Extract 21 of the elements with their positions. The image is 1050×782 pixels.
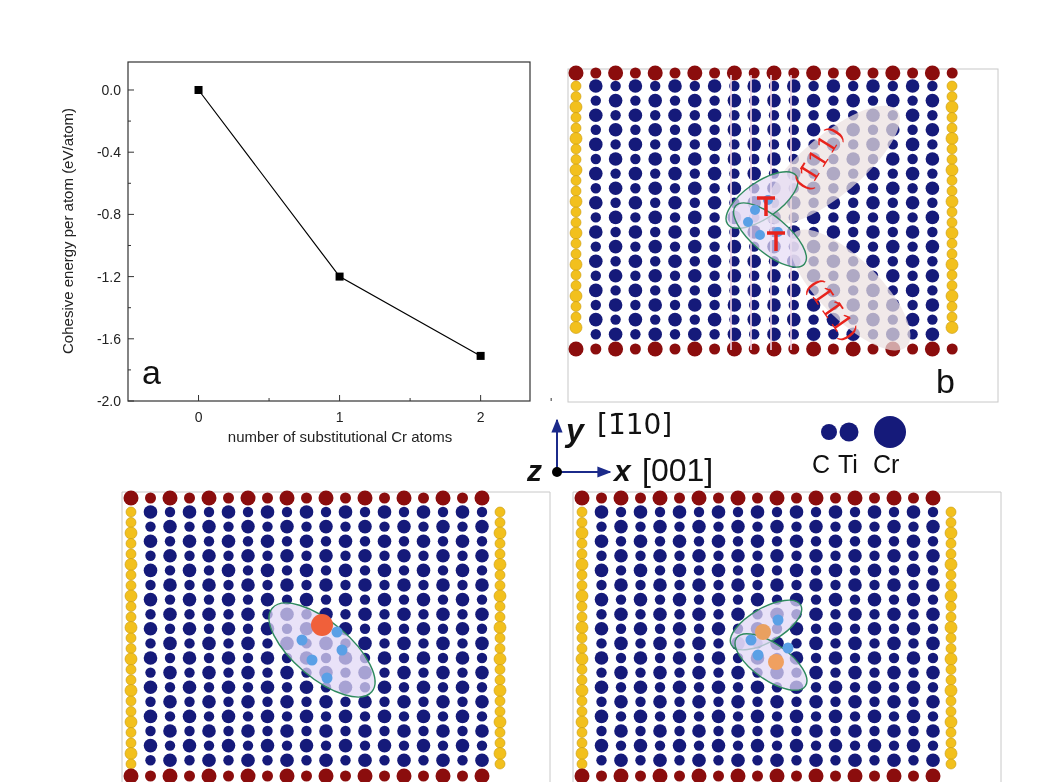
legend-label: C bbox=[812, 452, 831, 477]
tick-label: 1 bbox=[335, 409, 344, 425]
tick-label: -0.4 bbox=[96, 144, 121, 161]
tick-label: -1.6 bbox=[96, 330, 121, 347]
axis-title: Cohesive energy per atom (eV/atom) bbox=[59, 108, 76, 354]
legend-label: Cr bbox=[873, 452, 900, 477]
axis-letter: x bbox=[614, 456, 631, 486]
tick-label: 0.0 bbox=[101, 82, 121, 98]
panel-letter: b bbox=[936, 364, 955, 398]
axis-title: number of substitutional Cr atoms bbox=[227, 428, 453, 445]
tick-label: -1.2 bbox=[96, 268, 121, 285]
tick-label: -2.0 bbox=[96, 393, 121, 409]
axis-letter: z bbox=[527, 456, 542, 486]
tick-label: 0 bbox=[194, 409, 203, 425]
direction-index: [1̄10] bbox=[597, 411, 673, 439]
tick-label: -0.8 bbox=[96, 206, 121, 223]
legend-label: Ti bbox=[838, 452, 858, 477]
panel-letter: a bbox=[142, 355, 161, 389]
axis-letter: y bbox=[566, 414, 584, 446]
direction-index: [001] bbox=[642, 454, 714, 486]
tick-label: 2 bbox=[476, 409, 485, 425]
